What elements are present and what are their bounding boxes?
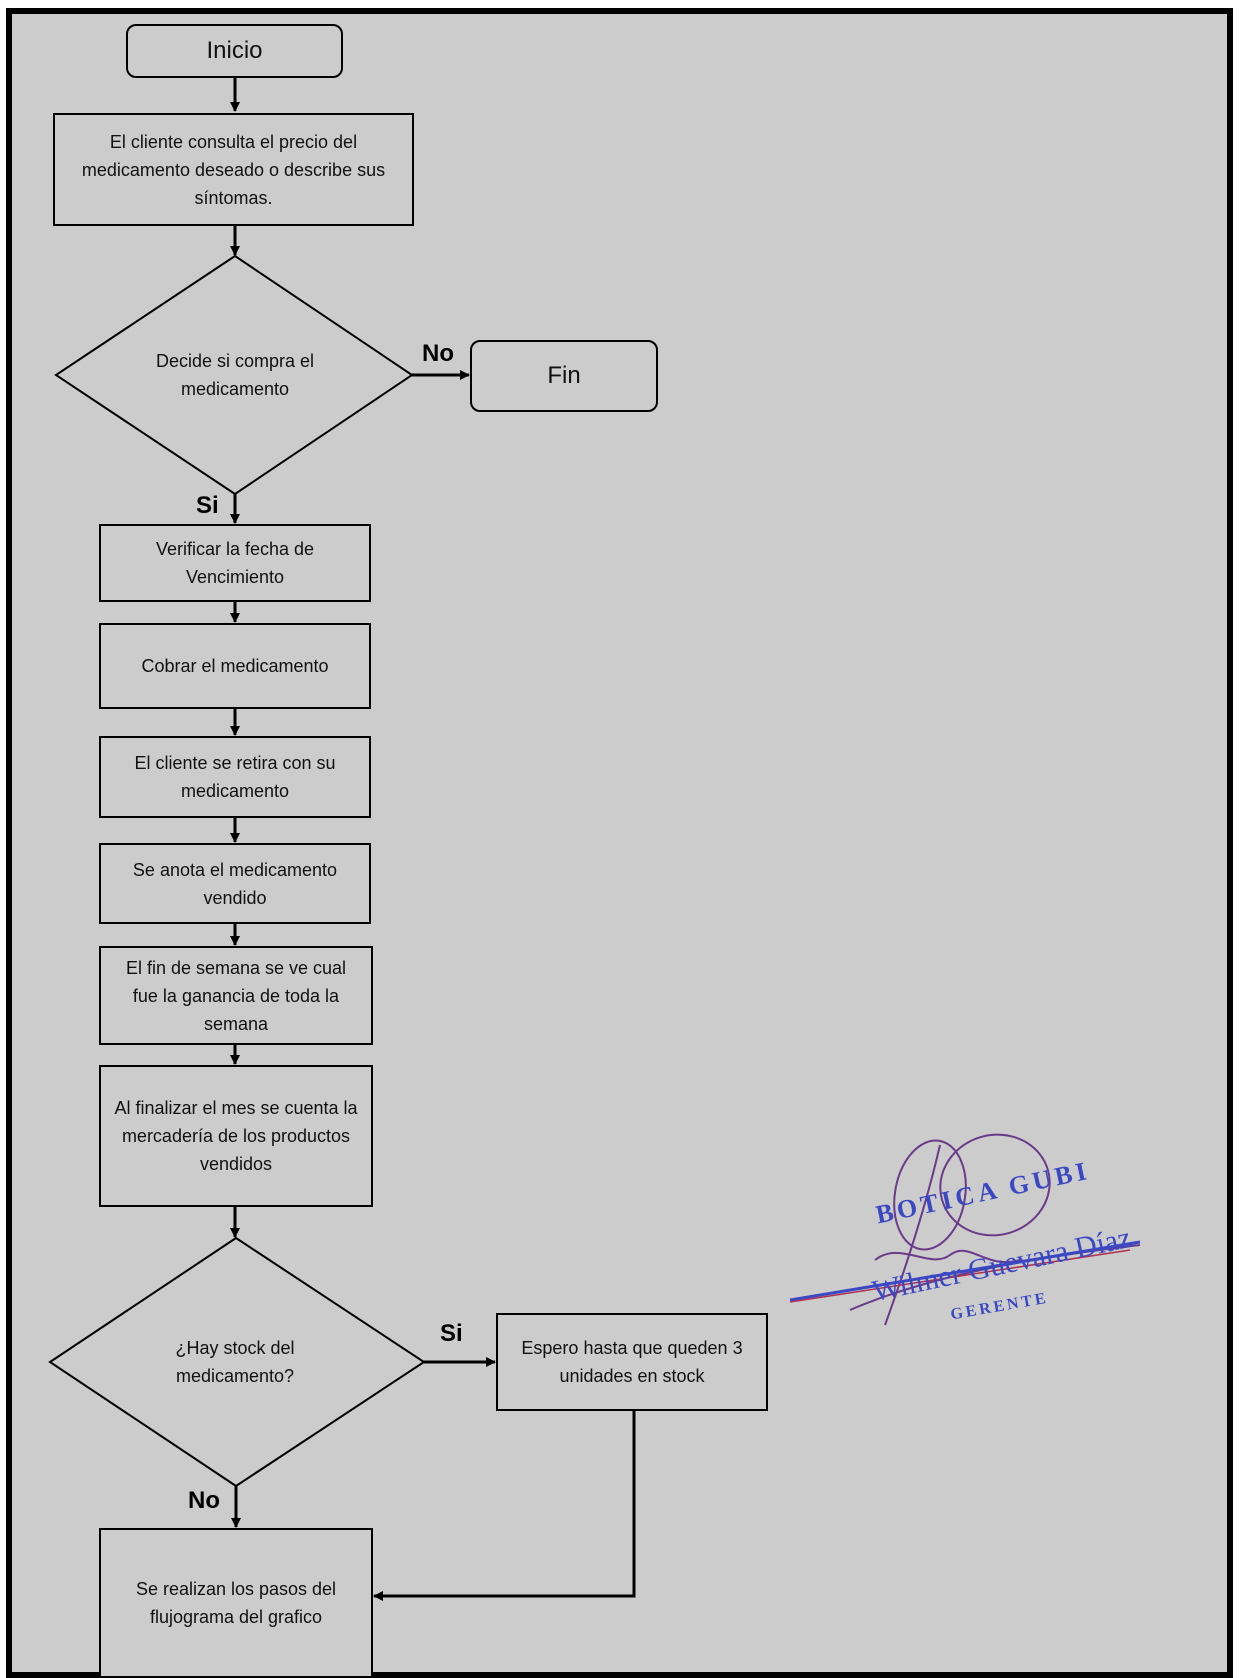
company-stamp: BOTICA GUBI Wilmer Guevara Díaz GERENTE xyxy=(789,1120,1210,1330)
process-pasos: Se realizan los pasos del flujograma del… xyxy=(99,1528,373,1678)
edge-label-decide-no: No xyxy=(422,340,454,367)
edge-label-decide-si: Si xyxy=(196,492,219,519)
process-anota-label: Se anota el medicamento vendido xyxy=(132,859,338,908)
process-consulta: El cliente consulta el precio del medica… xyxy=(53,113,414,226)
decision-stock-label: ¿Hay stock del medicamento? xyxy=(175,1338,295,1386)
process-anota: Se anota el medicamento vendido xyxy=(99,843,371,924)
process-retira: El cliente se retira con su medicamento xyxy=(99,736,371,818)
process-verificar-label: Verificar la fecha de Vencimiento xyxy=(155,539,315,587)
end-node: Fin xyxy=(470,340,658,412)
process-verificar: Verificar la fecha de Vencimiento xyxy=(99,524,371,602)
process-retira-label: El cliente se retira con su medicamento xyxy=(134,753,336,801)
edge-label-stock-si: Si xyxy=(440,1320,463,1347)
edge-label-stock-no: No xyxy=(188,1487,220,1514)
arrow-espero-pasos xyxy=(373,1411,636,1601)
process-fin-semana-label: El fin de semana se ve cual fue la ganan… xyxy=(125,957,347,1034)
process-espero: Espero hasta que queden 3 unidades en st… xyxy=(496,1313,768,1411)
signature-mark xyxy=(789,1133,1141,1326)
start-node: Inicio xyxy=(126,24,343,78)
process-fin-mes-label: Al finalizar el mes se cuenta la mercade… xyxy=(114,1098,358,1174)
process-pasos-label: Se realizan los pasos del flujograma del… xyxy=(135,1579,337,1627)
start-node-label: Inicio xyxy=(206,37,263,64)
process-cobrar: Cobrar el medicamento xyxy=(99,623,371,709)
process-fin-mes: Al finalizar el mes se cuenta la mercade… xyxy=(99,1065,373,1207)
process-espero-label: Espero hasta que queden 3 unidades en st… xyxy=(521,1338,743,1386)
process-fin-semana: El fin de semana se ve cual fue la ganan… xyxy=(99,946,373,1045)
decision-compra-label: Decide si compra el medicamento xyxy=(155,351,315,399)
process-cobrar-label: Cobrar el medicamento xyxy=(141,656,329,676)
end-node-label: Fin xyxy=(547,362,581,389)
process-consulta-label: El cliente consulta el precio del medica… xyxy=(81,131,386,208)
